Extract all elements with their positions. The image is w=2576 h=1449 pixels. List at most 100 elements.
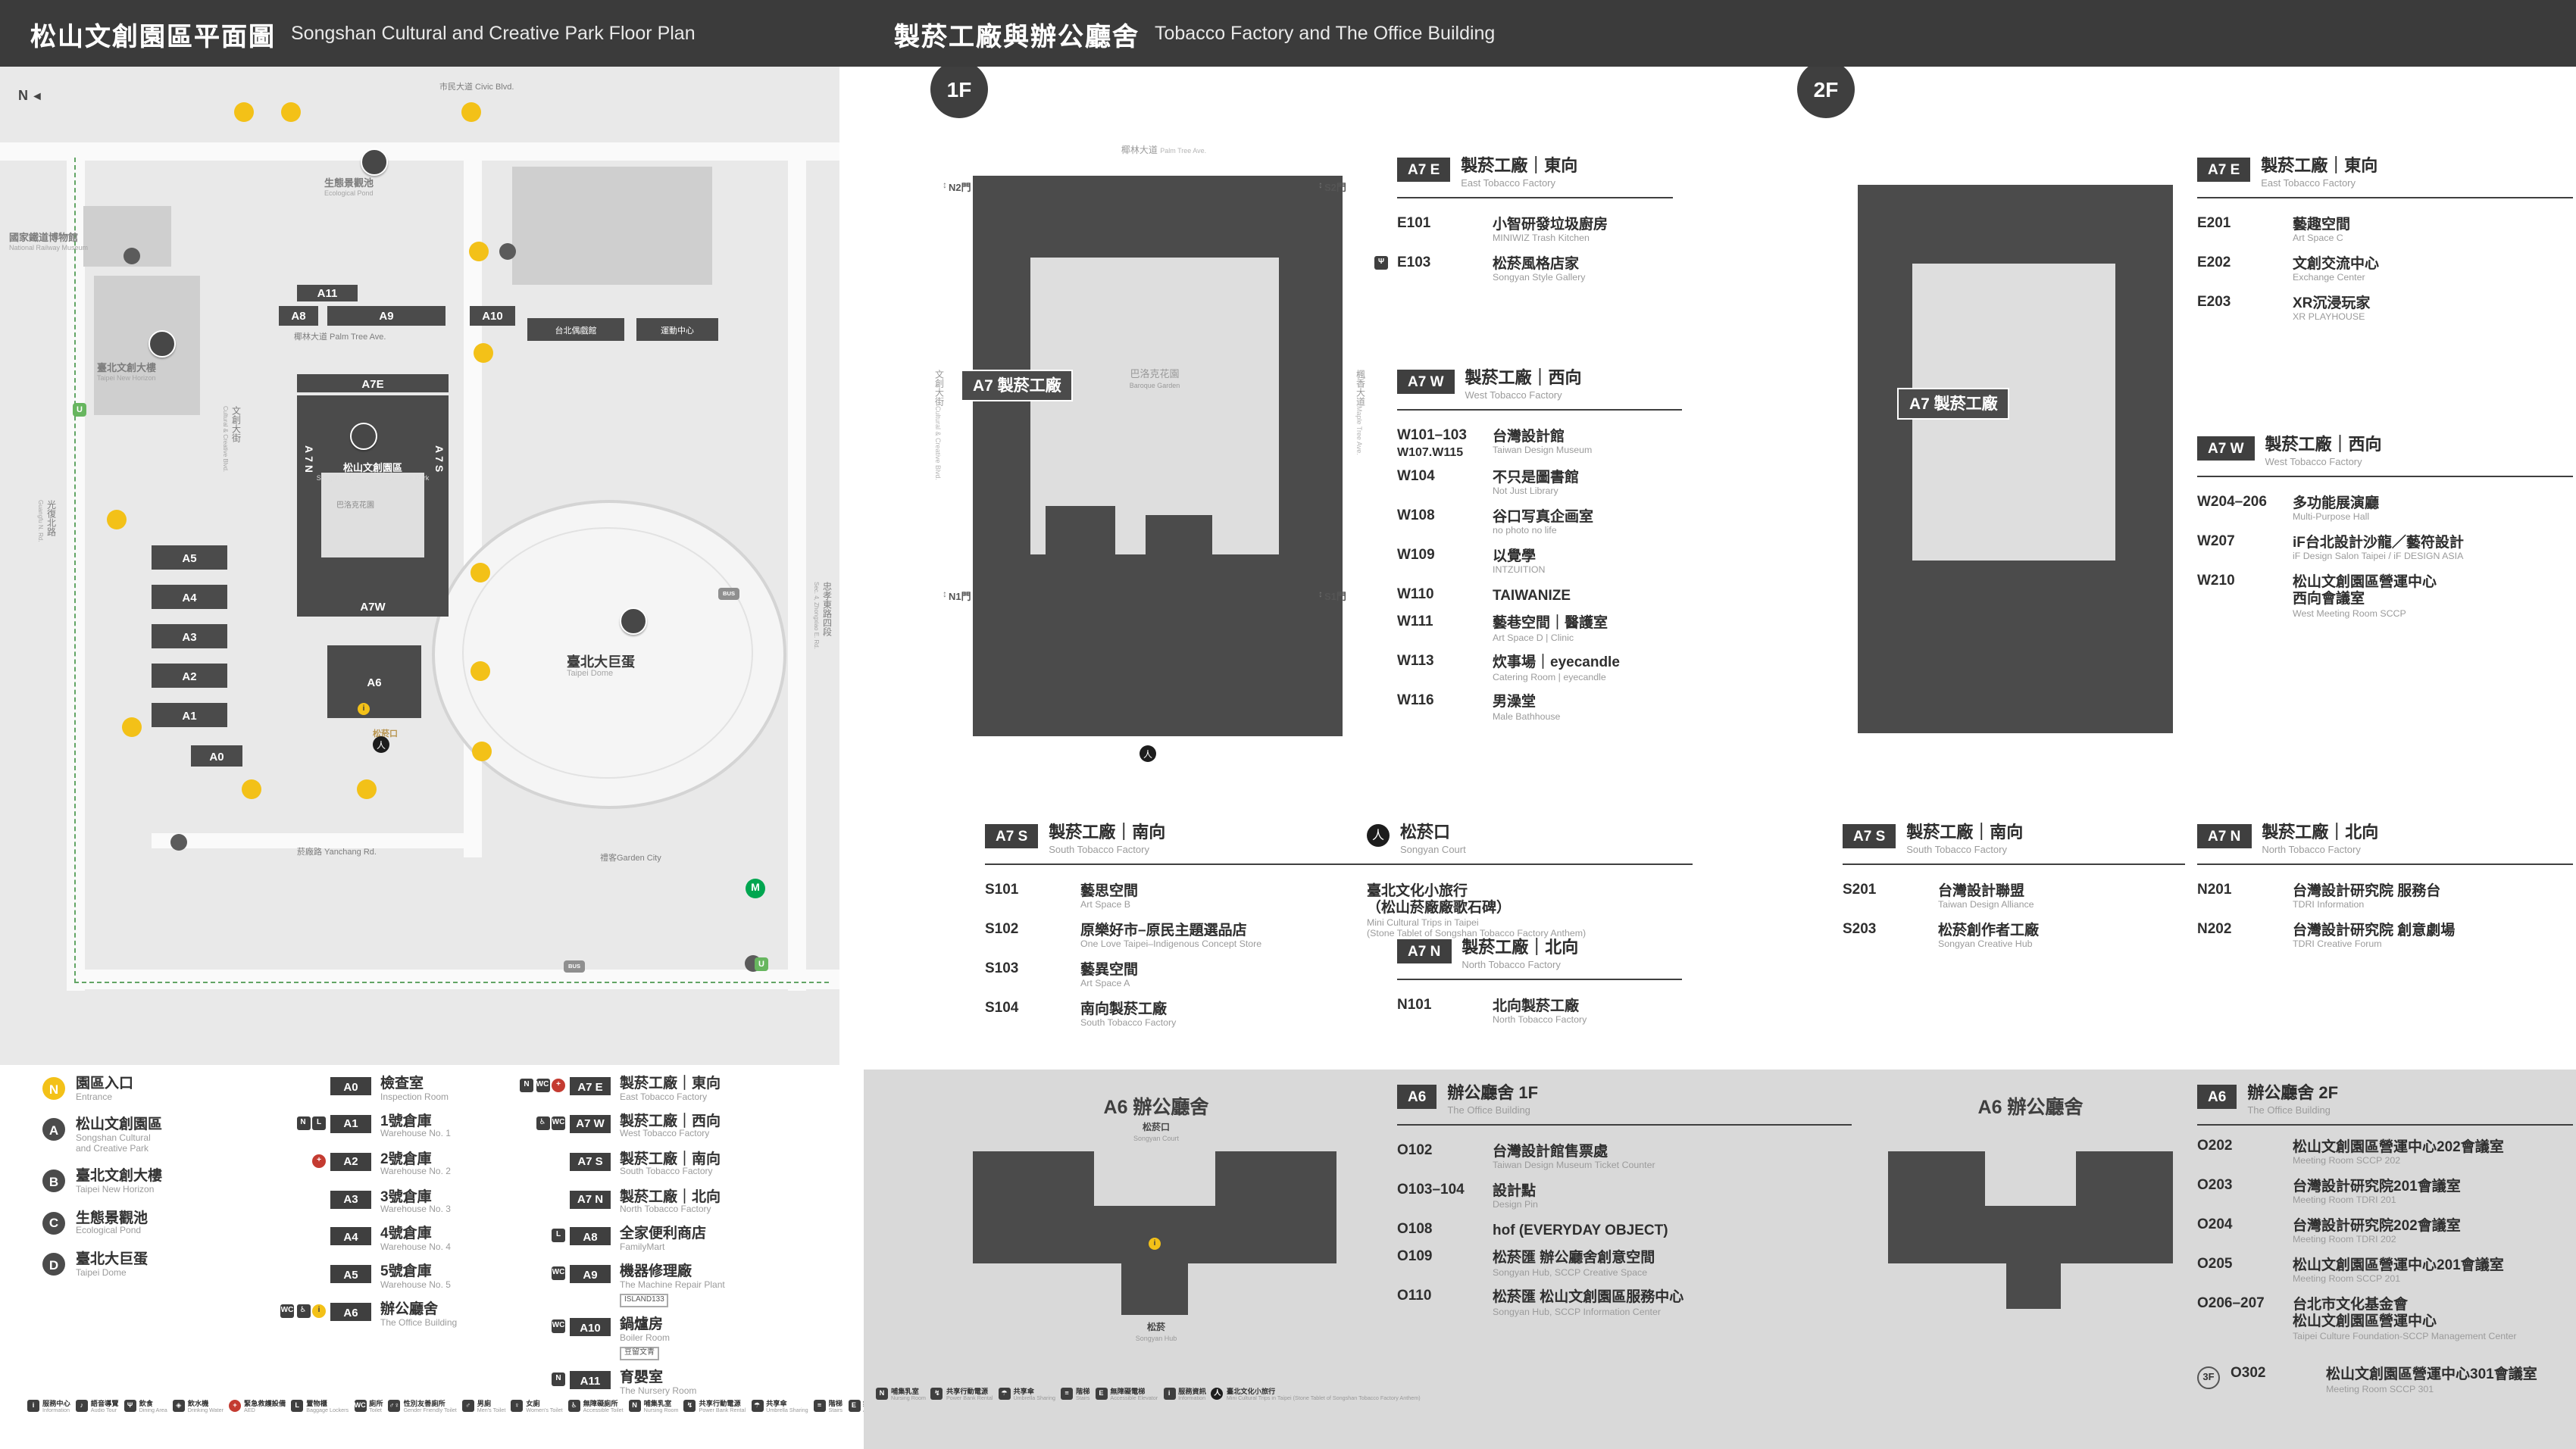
legend-row: WC A10 鍋爐房 Boiler Room 豆留文青	[515, 1317, 839, 1360]
place-marker: A	[42, 1118, 65, 1141]
room-name-zh: 設計點	[1493, 1182, 1537, 1200]
facility-icon-slot: ♂♀	[388, 1400, 401, 1412]
map-building: A11	[297, 285, 358, 301]
listing-item: S101 藝思空間 Art Space B	[985, 881, 1373, 911]
building-name-zh: 製菸工廠｜北向	[620, 1188, 721, 1206]
facility-name-zh: 共享行動電源	[699, 1400, 741, 1407]
room-code: O206–207	[2197, 1294, 2265, 1312]
information-icon: i	[312, 1304, 326, 1319]
room-name-zh: 台灣設計研究院 創意劇場	[2293, 922, 2456, 939]
map-building: 台北偶戲館	[527, 318, 624, 341]
power-bank-icon: ↯	[683, 1400, 696, 1412]
a6-plan-2f: A6 辦公廳舍	[1870, 1082, 2191, 1366]
section-items: O102 台灣設計館售票處 Taiwan Design Museum Ticke…	[1397, 1141, 1852, 1318]
room-name-zh2: （松山菸廠廠歌石碑）	[1367, 899, 1512, 917]
facility-name-en: Toilet	[369, 1407, 382, 1414]
drinking-water-icon: ◈	[172, 1400, 185, 1412]
map-building: A7N	[302, 445, 313, 476]
room-code: E201	[2197, 214, 2231, 232]
room-name-zh: 南向製菸工廠	[1080, 1001, 1168, 1018]
map-building: A8	[279, 306, 318, 326]
room-name-zh: 小智研發垃圾廚房	[1493, 216, 1608, 233]
building-name-en: Warehouse No. 4	[380, 1244, 451, 1253]
bus-stop-icon: BUS	[718, 588, 740, 600]
map-building: A7S	[433, 445, 443, 476]
floor-plan-2f: A7 製菸工廠	[1843, 151, 2191, 782]
room-name-en: Art Space C	[2293, 233, 2343, 245]
entrance-number	[461, 102, 481, 122]
room-name-en: INTZUITION	[1493, 565, 1546, 576]
listing-item: S201 台灣設計聯盟 Taiwan Design Alliance	[1843, 881, 2185, 911]
facility-name-zh: 哺集乳室	[891, 1388, 919, 1395]
place-name-en: Taipei Dome	[76, 1269, 127, 1279]
room-code: W101–103 W107.W115	[1397, 426, 1467, 459]
building-name-en: Warehouse No. 2	[380, 1168, 451, 1178]
legend-places-column: N 園區入口 Entrance A 松山文創園區 Songshan Cultur…	[42, 1076, 270, 1294]
facility-name-zh: 共享行動電源	[946, 1388, 989, 1395]
room-code: E103	[1397, 254, 1431, 271]
place-name-zh: 松山文創園區	[76, 1116, 163, 1134]
listing-item: W110 TAIWANIZE	[1397, 586, 1682, 604]
road-right	[788, 142, 806, 991]
room-name-en: Meeting Room TDRI 202	[2293, 1235, 2396, 1246]
entrance-number	[242, 779, 261, 799]
place-name-en: Entrance	[76, 1093, 113, 1103]
section-items: N201 台灣設計研究院 服務台 TDRI Information N202 台…	[2197, 881, 2573, 951]
building-name-zh: 辦公廳舍	[380, 1301, 439, 1319]
floor-badge-2f: 2F	[1797, 61, 1855, 118]
a6-wing-right	[2076, 1151, 2173, 1263]
north-compass: N◄	[18, 88, 43, 103]
facility-name-zh: 階梯	[828, 1400, 843, 1407]
facility-item: ☂ 共享傘 Umbrella Sharing	[998, 1388, 1055, 1402]
map-legend: N 園區入口 Entrance A 松山文創園區 Songshan Cultur…	[0, 1065, 864, 1449]
listing-item: Ψ E103 松菸風格店家 Songyan Style Gallery	[1374, 254, 1673, 284]
legend-row: + A2 2號倉庫 Warehouse No. 2	[276, 1151, 515, 1179]
left-title-en: Songshan Cultural and Creative Park Floo…	[291, 23, 696, 44]
walking-person-icon: 人	[1140, 745, 1156, 762]
building-name-en: The Machine Repair Plant	[620, 1281, 725, 1291]
room-name-en: XR PLAYHOUSE	[2293, 312, 2365, 323]
walking-person-icon: 人	[1367, 824, 1390, 847]
section-badge: A7 W	[2197, 436, 2255, 461]
facility-icon-slot: i	[1163, 1388, 1176, 1400]
room-name-en: Meeting Room SCCP 201	[2293, 1274, 2401, 1285]
section-badge: A7 N	[1397, 939, 1452, 963]
a6-stem	[2006, 1263, 2061, 1309]
room-code: W204–206	[2197, 493, 2267, 511]
facility-name-zh: 語音導覽	[90, 1400, 119, 1407]
accessible-icon: ♿	[567, 1400, 580, 1412]
listing-item: O109 松菸匯 辦公廳舍創意空間 Songyan Hub, SCCP Crea…	[1397, 1248, 1852, 1279]
building-code-badge: A4	[330, 1227, 371, 1246]
legend-place: D 臺北大巨蛋 Taipei Dome	[42, 1252, 270, 1279]
building-name-en: Warehouse No. 3	[380, 1206, 451, 1216]
aed-icon: +	[552, 1079, 565, 1092]
road-bottom	[67, 970, 839, 989]
room-code: O202	[2197, 1137, 2233, 1154]
baggage-locker-icon: L	[291, 1400, 304, 1412]
building-name-zh: 檢查室	[380, 1076, 424, 1092]
gender-friendly-toilet-icon: ♂♀	[388, 1400, 401, 1412]
room-name-en: MINIWIZ Trash Kitchen	[1493, 233, 1590, 245]
building-code-badge: A1	[330, 1114, 371, 1133]
information-icon: i	[1163, 1388, 1176, 1400]
listing-item: S103 藝異空間 Art Space A	[985, 960, 1373, 990]
building-name-en: FamilyMart	[620, 1244, 665, 1253]
room-name-en2: (Stone Tablet of Songshan Tobacco Factor…	[1367, 929, 1587, 940]
facility-name-zh: 飲水機	[187, 1400, 209, 1407]
room-name-zh: 台灣設計聯盟	[1938, 882, 2025, 900]
youbike-icon: U	[755, 957, 768, 971]
listing-item: W101–103 W107.W115 台灣設計館 Taiwan Design M…	[1397, 426, 1682, 459]
place-name-zh: 生態景觀池	[76, 1210, 148, 1227]
taipei-dome-ring	[462, 527, 753, 779]
toilet-icon: WC	[552, 1266, 565, 1281]
room-name-zh: 男澡堂	[1493, 693, 1537, 710]
power-bank-icon: ↯	[930, 1388, 943, 1400]
listing-item: S203 松菸創作者工廠 Songyan Creative Hub	[1843, 920, 2185, 951]
map-building	[94, 276, 200, 415]
building-code-badge: A6	[330, 1303, 371, 1322]
floor-plan-1f: 椰林大道 Palm Tree Ave. A7 製菸工廠 巴洛克花園 Baroqu…	[933, 142, 1376, 818]
listing-item: W116 男澡堂 Male Bathhouse	[1397, 692, 1682, 723]
room-code: W110	[1397, 586, 1434, 603]
